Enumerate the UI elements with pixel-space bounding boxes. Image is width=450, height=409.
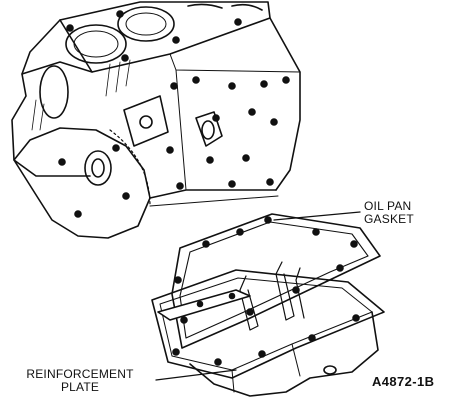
oil-pan [151, 261, 385, 397]
reinforcement-plate-callout: REINFORCEMENT PLATE [6, 368, 154, 394]
gasket-label-line2: GASKET [364, 212, 414, 226]
gasket-leader-line [273, 211, 361, 221]
figure-code: A4872-1B [372, 374, 435, 389]
plate-leader-line [155, 369, 237, 381]
oil-pan-gasket-callout: OIL PAN GASKET [364, 200, 414, 226]
gasket-label-line1: OIL PAN [364, 199, 412, 213]
plate-label-line1: REINFORCEMENT [26, 367, 134, 381]
plate-label-line2: PLATE [60, 380, 100, 394]
oil-pan-gasket [171, 213, 381, 349]
engine-block [11, 1, 301, 239]
